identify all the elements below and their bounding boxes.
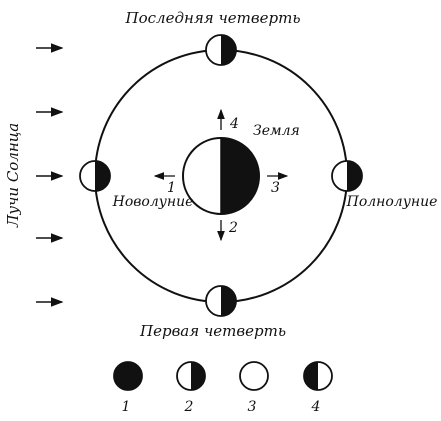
first-quarter-label: Первая четверть — [139, 322, 286, 340]
last-quarter-label: Последняя четверть — [125, 9, 301, 27]
legend-label-2: 2 — [184, 399, 194, 415]
phase-legend: 1 2 3 4 — [113, 361, 333, 415]
direction-arrows — [153, 108, 289, 242]
legend-phase-2 — [176, 361, 206, 391]
legend-phase-3 — [239, 361, 269, 391]
direction-label-3: 3 — [271, 180, 280, 196]
legend-label-3: 3 — [248, 399, 257, 415]
legend-label-1: 1 — [122, 399, 131, 415]
moon-new-moon — [79, 160, 111, 192]
moon-full-moon — [331, 160, 363, 192]
legend-label-4: 4 — [311, 399, 321, 415]
new-moon-label: Новолуние — [112, 194, 194, 210]
full-moon-label: Полнолуние — [346, 194, 438, 210]
earth — [182, 137, 260, 215]
sun-rays — [36, 43, 64, 307]
sun-rays-label: Лучи Солнца — [4, 123, 22, 228]
moon-first-quarter — [205, 285, 237, 317]
direction-label-4: 4 — [229, 116, 239, 132]
earth-label: Земля — [253, 123, 300, 139]
direction-label-2: 2 — [228, 220, 238, 236]
legend-phase-1 — [113, 361, 143, 391]
moon-last-quarter — [205, 34, 237, 66]
legend-phase-4 — [303, 361, 333, 391]
direction-label-1: 1 — [167, 180, 176, 196]
